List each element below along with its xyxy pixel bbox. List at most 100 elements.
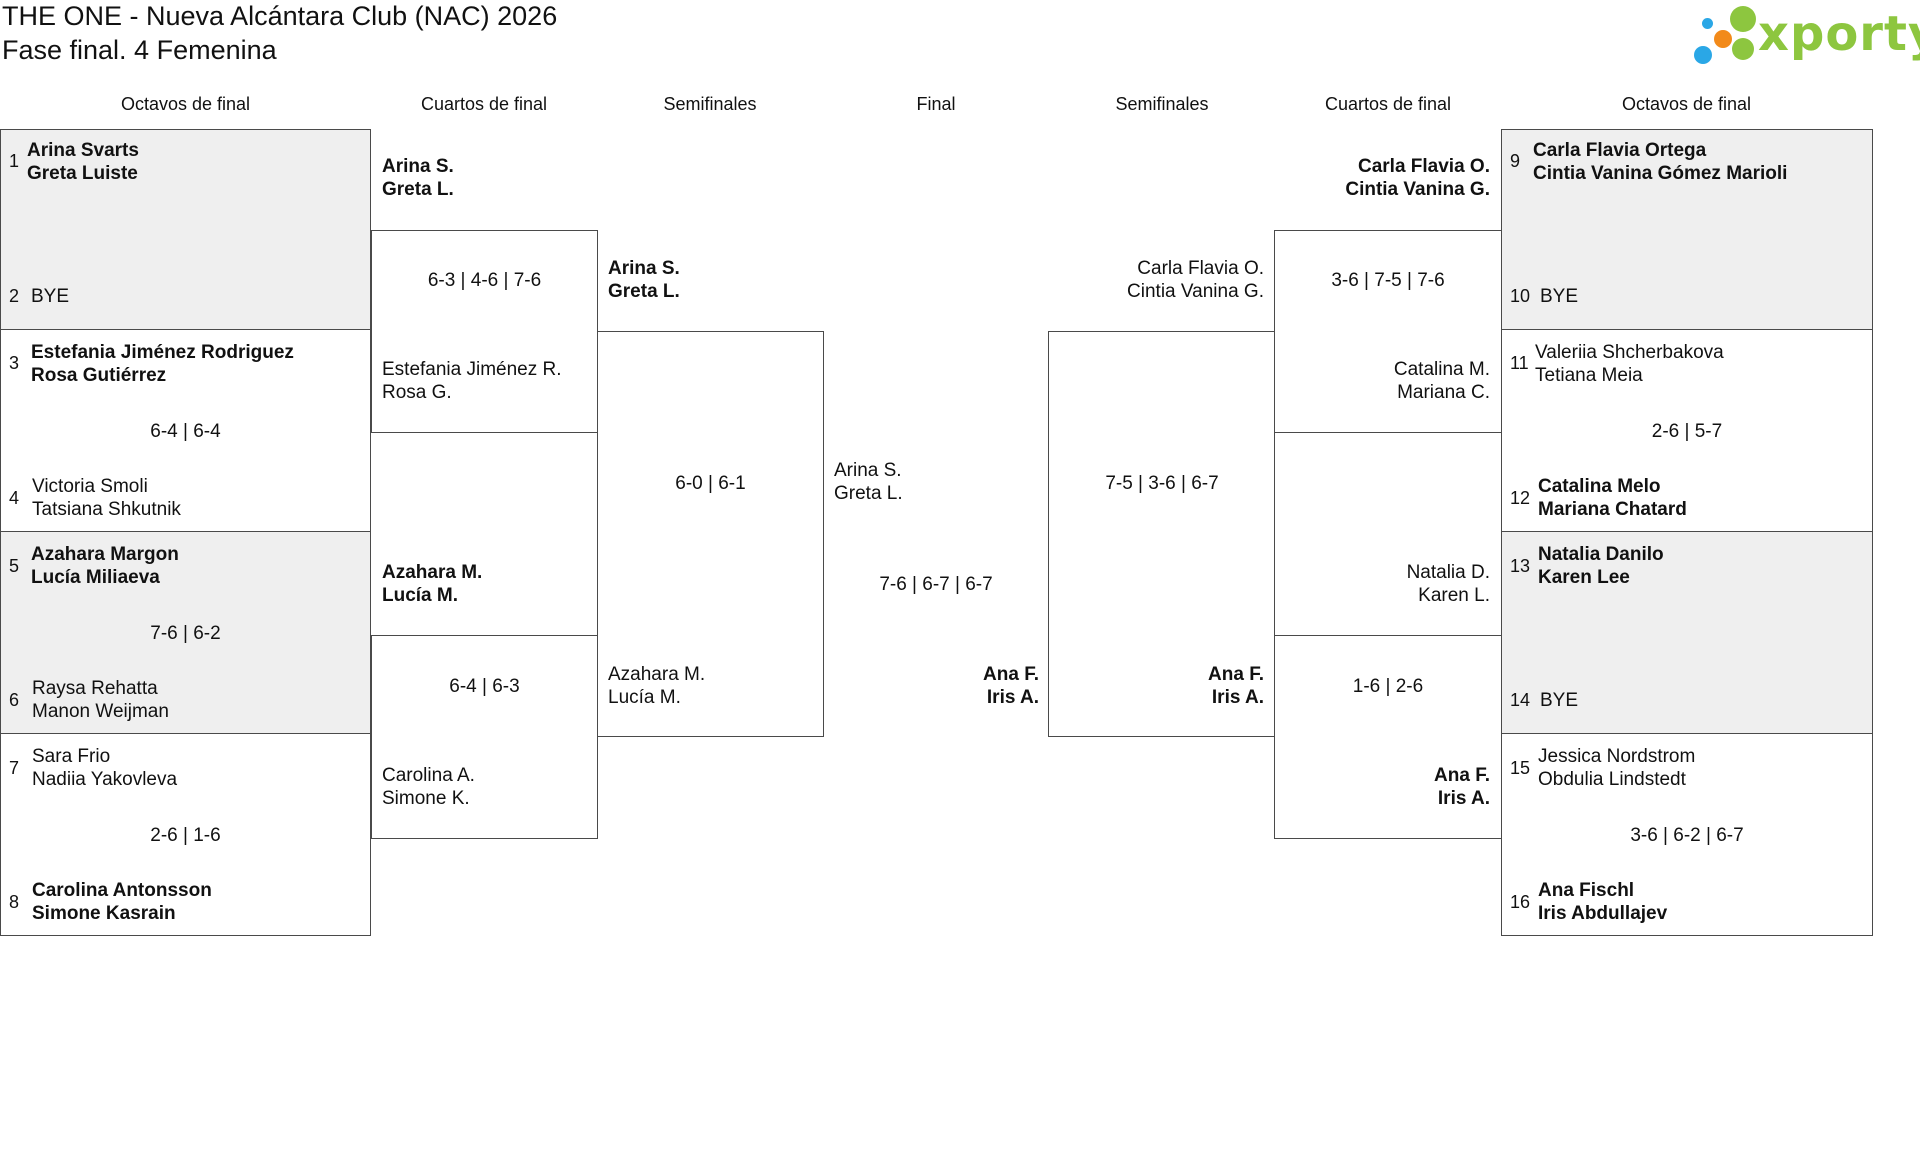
team-pair[interactable]: Estefania Jiménez Rodriguez Rosa Gutiérr… (31, 341, 294, 387)
player-name: Manon Weijman (32, 701, 169, 722)
match-card[interactable] (1501, 734, 1873, 936)
team-pair[interactable]: Ana F. Iris A. (1060, 663, 1264, 709)
team-pair[interactable]: Arina S. Greta L. (608, 257, 680, 303)
match-connector (371, 635, 598, 839)
match-card[interactable] (0, 532, 371, 734)
col-header-right-r16: Octavos de final (1621, 94, 1752, 114)
player-name: Carla Flavia O. (1357, 156, 1490, 177)
team-pair[interactable]: Carolina A. Simone K. (382, 764, 475, 810)
seed-number: 3 (9, 353, 20, 373)
seed-number: 7 (9, 758, 20, 778)
team-pair[interactable]: Carolina Antonsson Simone Kasrain (32, 879, 212, 925)
player-name: Sara Frio (32, 746, 111, 767)
player-name: Greta L. (608, 281, 680, 302)
team-pair[interactable]: BYE (31, 285, 69, 308)
seed-number: 13 (1510, 556, 1531, 576)
logo-dot-icon (1714, 30, 1732, 48)
match-card[interactable] (0, 330, 371, 532)
team-pair[interactable]: Estefania Jiménez R. Rosa G. (382, 358, 562, 404)
player-name: BYE (31, 286, 70, 307)
team-pair[interactable]: Natalia Danilo Karen Lee (1538, 543, 1664, 589)
team-pair[interactable]: Arina Svarts Greta Luiste (27, 139, 139, 185)
player-name: Estefania Jiménez Rodriguez (31, 342, 294, 363)
col-header-final: Final (916, 94, 956, 114)
player-name: Tetiana Meia (1535, 365, 1643, 386)
seed-number: 1 (9, 151, 20, 171)
seed-number: 9 (1510, 151, 1521, 171)
player-name: BYE (1540, 690, 1579, 711)
player-name: Azahara M. (382, 562, 483, 583)
col-header-left-qf: Cuartos de final (420, 94, 548, 114)
team-pair[interactable]: Ana F. Iris A. (900, 663, 1039, 709)
match-score: 6-3 | 4-6 | 7-6 (427, 270, 542, 291)
match-card[interactable] (1501, 330, 1873, 532)
player-name: Carolina Antonsson (32, 880, 212, 901)
col-header-left-r16: Octavos de final (120, 94, 251, 114)
match-card[interactable] (1501, 532, 1873, 734)
player-name: Rosa Gutiérrez (31, 365, 167, 386)
match-score: 2-6 | 1-6 (150, 825, 221, 846)
match-score: 3-6 | 7-5 | 7-6 (1331, 270, 1445, 291)
player-name: Azahara M. (608, 664, 706, 685)
player-name: Arina Svarts (27, 140, 139, 161)
team-pair[interactable]: Azahara M. Lucía M. (608, 663, 705, 709)
seed-number: 12 (1510, 488, 1531, 508)
match-card[interactable] (0, 129, 371, 330)
player-name: Tatsiana Shkutnik (32, 499, 181, 520)
seed-number: 15 (1510, 758, 1531, 778)
match-score: 6-4 | 6-4 (150, 421, 221, 442)
match-score: 2-6 | 5-7 (1651, 421, 1723, 442)
player-name: Lucía Miliaeva (31, 567, 160, 588)
team-pair[interactable]: Valeriia Shcherbakova Tetiana Meia (1535, 341, 1724, 387)
seed-number: 6 (9, 690, 20, 710)
col-header-right-sf: Semifinales (1115, 94, 1209, 114)
xporty-logo[interactable]: xporty (1694, 4, 1920, 72)
seed-number: 11 (1510, 353, 1529, 373)
player-name: Iris Abdullajev (1538, 903, 1668, 924)
team-pair[interactable]: Arina S. Greta L. (382, 155, 454, 201)
team-pair[interactable]: Azahara Margon Lucía Miliaeva (31, 543, 179, 589)
team-pair[interactable]: Catalina Melo Mariana Chatard (1538, 475, 1687, 521)
team-pair[interactable]: Ana F. Iris A. (1286, 764, 1490, 810)
team-pair[interactable]: BYE (1540, 689, 1578, 712)
team-pair[interactable]: Jessica Nordstrom Obdulia Lindstedt (1538, 745, 1695, 791)
team-pair[interactable]: Ana Fischl Iris Abdullajev (1538, 879, 1667, 925)
player-name: Natalia Danilo (1538, 544, 1664, 565)
player-name: Carla Flavia O. (1137, 258, 1264, 279)
team-pair[interactable]: Carla Flavia O. Cintia Vanina G. (1060, 257, 1264, 303)
seed-number: 10 (1510, 286, 1531, 306)
col-header-left-sf: Semifinales (663, 94, 757, 114)
player-name: Simone K. (382, 788, 470, 809)
team-pair[interactable]: Carla Flavia O. Cintia Vanina G. (1286, 155, 1490, 201)
player-name: Iris A. (1437, 788, 1490, 809)
match-score: 7-6 | 6-2 (150, 623, 221, 644)
team-pair[interactable]: Arina S. Greta L. (834, 459, 903, 505)
player-name: Greta L. (834, 483, 903, 504)
match-card[interactable] (0, 734, 371, 936)
player-name: Azahara Margon (31, 544, 179, 565)
team-pair[interactable]: Catalina M. Mariana C. (1286, 358, 1490, 404)
team-pair[interactable]: Raysa Rehatta Manon Weijman (32, 677, 169, 723)
player-name: Arina S. (608, 258, 680, 279)
seed-number: 2 (9, 286, 20, 306)
player-name: Estefania Jiménez R. (382, 359, 562, 380)
player-name: Greta L. (382, 179, 454, 200)
logo-dot-icon (1732, 38, 1754, 60)
player-name: Valeriia Shcherbakova (1535, 342, 1724, 363)
team-pair[interactable]: Azahara M. Lucía M. (382, 561, 482, 607)
player-name: Carolina A. (382, 765, 475, 786)
match-connector (1048, 331, 1275, 737)
player-name: Lucía M. (382, 585, 459, 606)
team-pair[interactable]: Carla Flavia Ortega Cintia Vanina Gómez … (1533, 139, 1787, 185)
team-pair[interactable]: Natalia D. Karen L. (1286, 561, 1490, 607)
team-pair[interactable]: Sara Frio Nadiia Yakovleva (32, 745, 177, 791)
player-name: Ana F. (1434, 765, 1490, 786)
player-name: Ana F. (983, 664, 1039, 685)
team-pair[interactable]: Victoria Smoli Tatsiana Shkutnik (32, 475, 181, 521)
player-name: Arina S. (834, 460, 902, 481)
match-card[interactable] (1501, 129, 1873, 330)
player-name: Mariana Chatard (1538, 499, 1687, 520)
logo-text: xporty (1758, 6, 1920, 62)
page-subtitle: Fase final. 4 Femenina (2, 35, 277, 65)
team-pair[interactable]: BYE (1540, 285, 1578, 308)
